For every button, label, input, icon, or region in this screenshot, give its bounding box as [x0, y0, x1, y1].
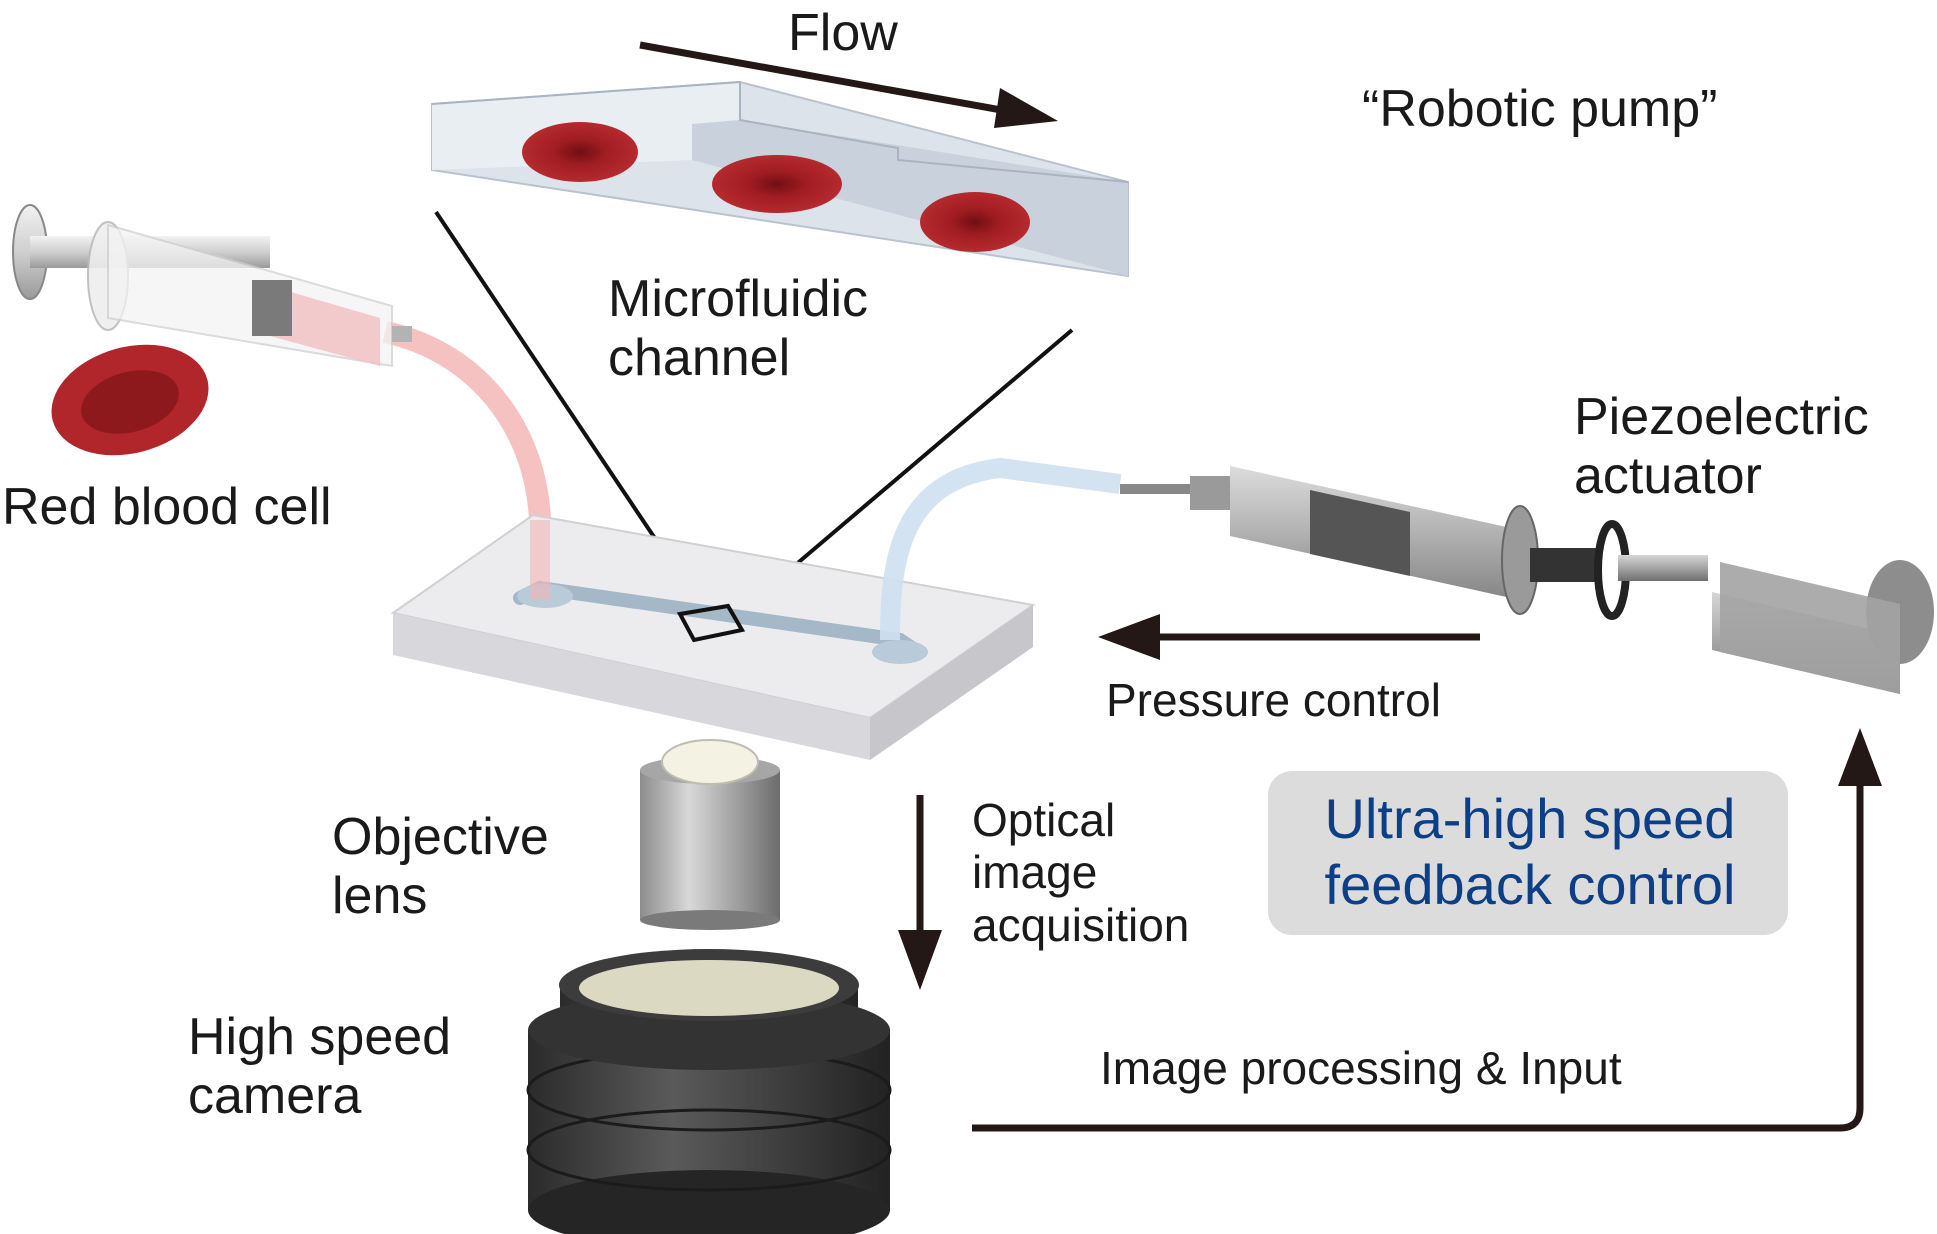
objective-lens: [640, 739, 780, 930]
microfluidic-channel-zoom: [431, 80, 1129, 278]
piezo-line-2: actuator: [1574, 447, 1762, 506]
flow-arrow: [639, 41, 1042, 121]
image-processing-label: Image processing & Input: [1100, 1042, 1622, 1094]
camera-line-1: High speed: [188, 1008, 452, 1066]
objective-line-1: Objective: [332, 808, 549, 866]
feedback-control-box: [1268, 771, 1788, 935]
flow-arrow-head: [994, 88, 1058, 128]
objective-line-2: lens: [332, 867, 428, 926]
blood-cell-2: [712, 155, 842, 213]
optical-line-2: image: [972, 846, 1098, 899]
blood-cell-3: [920, 192, 1030, 252]
feedback-loop-line: [972, 780, 1864, 1132]
piezoelectric-pump: [1120, 466, 1934, 694]
high-speed-camera: [526, 949, 892, 1234]
feedback-line-2: feedback control: [1324, 852, 1736, 916]
pressure-control-label: Pressure control: [1106, 674, 1441, 726]
feedback-control-text: Ultra-high speed feedback control: [1300, 786, 1760, 917]
robotic-pump-label: “Robotic pump”: [1362, 80, 1718, 138]
feedback-line-1: Ultra-high speed: [1324, 787, 1736, 850]
piezo-line-1: Piezoelectric: [1574, 388, 1869, 446]
high-speed-camera-label: High speed camera: [188, 1008, 451, 1127]
microfluidic-line-1: Microfluidic: [608, 270, 869, 328]
objective-lens-label: Objective lens: [332, 808, 549, 927]
syringe: [12, 204, 551, 600]
blood-cell-1: [522, 122, 638, 182]
red-blood-cell-label: Red blood cell: [2, 478, 332, 536]
microfluidic-line-2: channel: [608, 329, 791, 388]
optical-line-1: Optical: [972, 794, 1116, 846]
piezoelectric-actuator-label: Piezoelectric actuator: [1574, 388, 1869, 507]
microfluidic-chip: [390, 457, 1122, 760]
red-blood-cell-illustration: [51, 344, 209, 456]
optical-acquisition-label: Optical image acquisition: [972, 794, 1189, 951]
optical-line-3: acquisition: [972, 898, 1190, 951]
flow-label: Flow: [788, 4, 898, 62]
camera-line-2: camera: [188, 1067, 362, 1126]
microfluidic-channel-label: Microfluidic channel: [608, 270, 868, 389]
